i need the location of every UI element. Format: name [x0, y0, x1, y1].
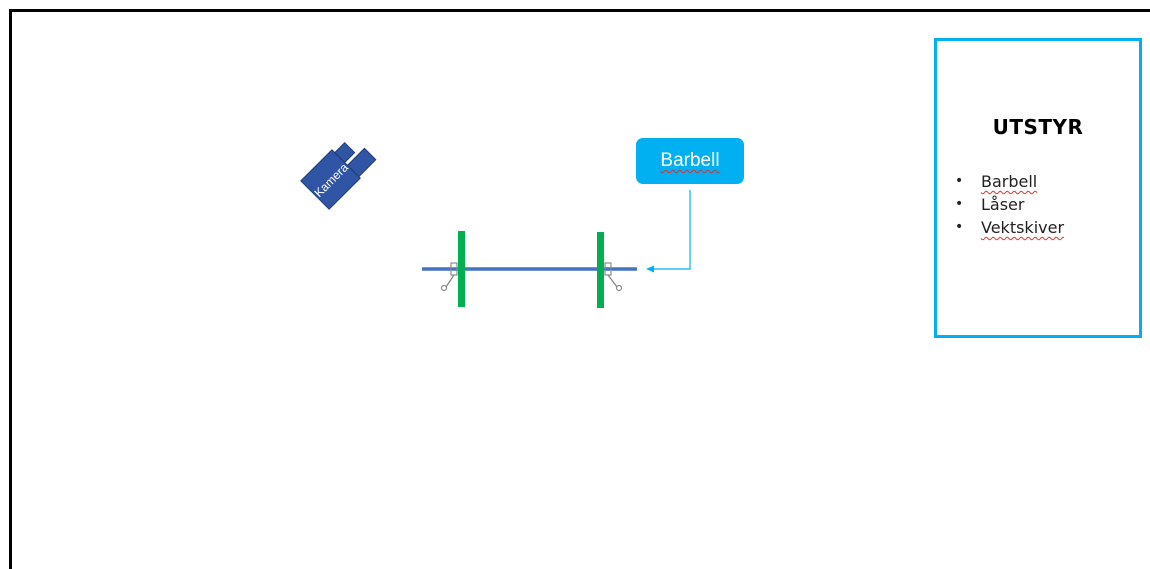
camera-body: [300, 149, 361, 210]
connector-arrowhead: [646, 265, 654, 273]
callout-label: Barbell: [660, 150, 720, 171]
weight-plate-left: [458, 231, 465, 307]
diagram-canvas: Kamera: [300, 142, 691, 308]
camera-icon: Kamera: [300, 142, 377, 210]
callout-connector: [653, 190, 691, 270]
equipment-item-vektskiver: • Vektskiver: [955, 216, 1064, 239]
equipment-item-laser: • Låser: [955, 193, 1064, 216]
bullet-icon: •: [955, 219, 964, 235]
barbell-callout[interactable]: Barbell: [636, 138, 744, 184]
bullet-icon: •: [955, 173, 964, 189]
equipment-item-barbell: • Barbell: [955, 170, 1064, 193]
equipment-item-label: Vektskiver: [981, 218, 1065, 237]
bullet-icon: •: [955, 196, 964, 212]
weight-plate-right: [597, 232, 604, 308]
equipment-list: • Barbell • Låser • Vektskiver: [955, 170, 1064, 239]
camera-lens-lower: [346, 147, 377, 178]
equipment-panel: UTSTYR • Barbell • Låser • Vektskiver: [934, 38, 1142, 338]
collar-lock-right: [604, 262, 623, 292]
camera-lens-upper: [334, 142, 356, 164]
equipment-item-label: Låser: [981, 195, 1025, 214]
equipment-title: UTSTYR: [992, 115, 1084, 139]
equipment-item-label: Barbell: [981, 172, 1038, 191]
collar-lock-left: [440, 262, 458, 292]
